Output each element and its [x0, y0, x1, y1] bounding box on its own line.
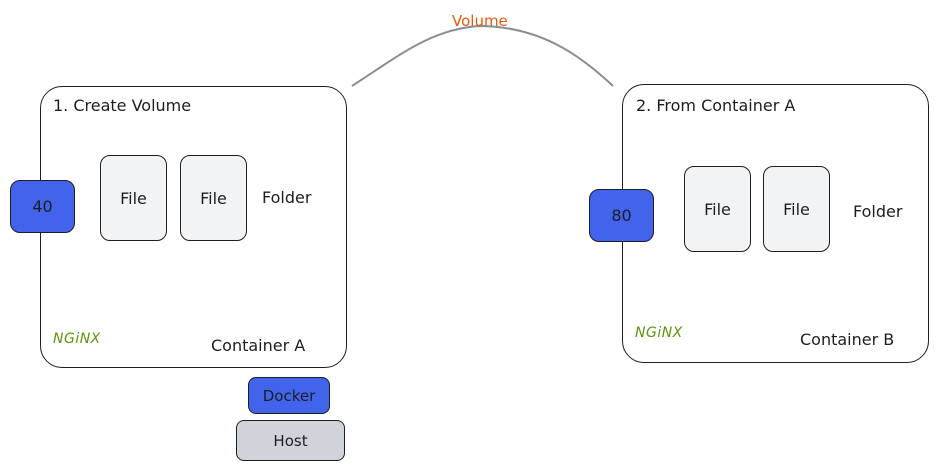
container-b-folder-label: Folder	[853, 202, 903, 221]
container-b-nginx-logo: NGiNX	[635, 325, 683, 341]
container-b-file-1: File	[684, 166, 751, 252]
container-a-folder-label: Folder	[262, 188, 312, 207]
volume-label: Volume	[452, 12, 508, 30]
container-a-name: Container A	[211, 336, 306, 355]
container-a-nginx-logo: NGiNX	[53, 331, 101, 347]
docker-badge: Docker	[248, 377, 330, 414]
container-b-name: Container B	[800, 330, 895, 349]
volume-arc	[351, 24, 614, 87]
container-a-title: 1. Create Volume	[53, 96, 192, 115]
container-a-file-1: File	[100, 155, 167, 241]
container-a-file-2: File	[180, 155, 247, 241]
container-b-title: 2. From Container A	[636, 96, 796, 115]
host-badge: Host	[236, 420, 345, 461]
container-b-file-2: File	[763, 166, 830, 252]
container-b-port: 80	[589, 189, 654, 242]
container-a-port: 40	[10, 180, 75, 233]
